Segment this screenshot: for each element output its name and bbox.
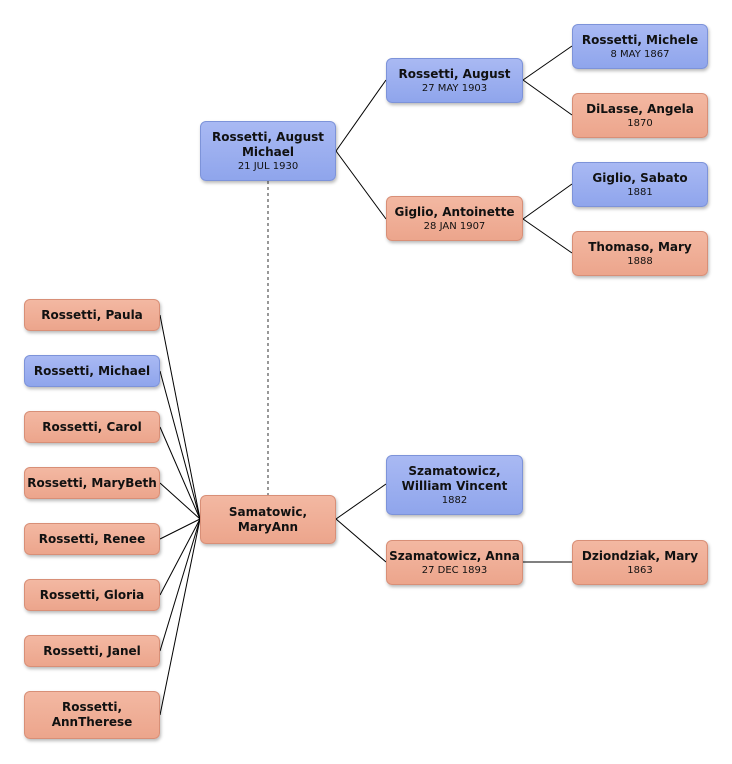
- person-date: 1863: [627, 564, 653, 576]
- child-link: [159, 482, 201, 520]
- child-link: [159, 518, 201, 540]
- person-card-thomaso[interactable]: Thomaso, Mary 1888: [572, 231, 708, 276]
- person-card-carol[interactable]: Rossetti, Carol: [24, 411, 160, 443]
- person-name: Rossetti, August: [398, 66, 511, 81]
- child-link: [159, 518, 201, 652]
- person-name: Thomaso, Mary: [588, 239, 692, 254]
- person-name: Rossetti, Gloria: [39, 587, 145, 602]
- person-name: Rossetti, Renee: [38, 531, 146, 546]
- person-name: Rossetti, Michele: [581, 32, 699, 47]
- person-name: Rossetti, Paula: [41, 307, 143, 322]
- person-name: Giglio, Antoinette: [394, 204, 515, 219]
- child-link: [159, 314, 201, 520]
- person-date: 1870: [627, 117, 653, 129]
- person-name: Samatowic, MaryAnn: [228, 504, 308, 534]
- person-card-maryann[interactable]: Samatowic, MaryAnn: [200, 495, 336, 544]
- person-name: Rossetti, Janel: [43, 643, 141, 658]
- person-date: 27 MAY 1903: [421, 82, 488, 94]
- parent-link: [522, 218, 573, 254]
- parent-link: [335, 518, 387, 563]
- child-link: [159, 518, 201, 596]
- parent-link: [335, 483, 387, 520]
- person-name: Szamatowicz, William Vincent: [401, 463, 508, 493]
- parent-link: [335, 79, 387, 152]
- person-name: Rossetti, Michael: [33, 363, 151, 378]
- person-date: 8 MAY 1867: [610, 48, 670, 60]
- person-date: 1888: [627, 255, 653, 267]
- person-name: Rossetti, August Michael: [211, 129, 325, 159]
- child-link: [159, 426, 201, 520]
- person-name: Dziondziak, Mary: [581, 548, 699, 563]
- person-name: Giglio, Sabato: [592, 170, 688, 185]
- person-card-paula[interactable]: Rossetti, Paula: [24, 299, 160, 331]
- person-card-antoinette[interactable]: Giglio, Antoinette 28 JAN 1907: [386, 196, 523, 241]
- person-card-gloria[interactable]: Rossetti, Gloria: [24, 579, 160, 611]
- person-card-anna[interactable]: Szamatowicz, Anna 27 DEC 1893: [386, 540, 523, 585]
- person-date: 28 JAN 1907: [423, 220, 486, 232]
- person-date: 27 DEC 1893: [421, 564, 488, 576]
- parent-link: [522, 183, 573, 220]
- child-link: [159, 518, 201, 716]
- parent-link: [335, 150, 387, 220]
- person-card-marybeth[interactable]: Rossetti, MaryBeth: [24, 467, 160, 499]
- person-name: Rossetti, AnnTherese: [51, 700, 133, 729]
- person-name: DiLasse, Angela: [586, 101, 694, 116]
- person-card-michael[interactable]: Rossetti, Michael: [24, 355, 160, 387]
- person-name: Szamatowicz, Anna: [389, 548, 520, 563]
- parent-link: [522, 79, 573, 116]
- person-card-sabato[interactable]: Giglio, Sabato 1881: [572, 162, 708, 207]
- person-card-august[interactable]: Rossetti, August 27 MAY 1903: [386, 58, 523, 103]
- person-card-angela[interactable]: DiLasse, Angela 1870: [572, 93, 708, 138]
- person-card-renee[interactable]: Rossetti, Renee: [24, 523, 160, 555]
- person-card-dziondziak[interactable]: Dziondziak, Mary 1863: [572, 540, 708, 585]
- person-date: 1881: [627, 186, 653, 198]
- child-link: [159, 370, 201, 520]
- person-card-august-michael[interactable]: Rossetti, August Michael 21 JUL 1930: [200, 121, 336, 181]
- person-date: 21 JUL 1930: [237, 160, 299, 172]
- person-date: 1882: [441, 494, 468, 506]
- person-card-michele[interactable]: Rossetti, Michele 8 MAY 1867: [572, 24, 708, 69]
- person-card-anntherese[interactable]: Rossetti, AnnTherese: [24, 691, 160, 739]
- parent-link: [522, 45, 573, 81]
- person-card-william[interactable]: Szamatowicz, William Vincent 1882: [386, 455, 523, 515]
- person-card-janel[interactable]: Rossetti, Janel: [24, 635, 160, 667]
- person-name: Rossetti, MaryBeth: [27, 475, 157, 490]
- person-name: Rossetti, Carol: [42, 419, 142, 434]
